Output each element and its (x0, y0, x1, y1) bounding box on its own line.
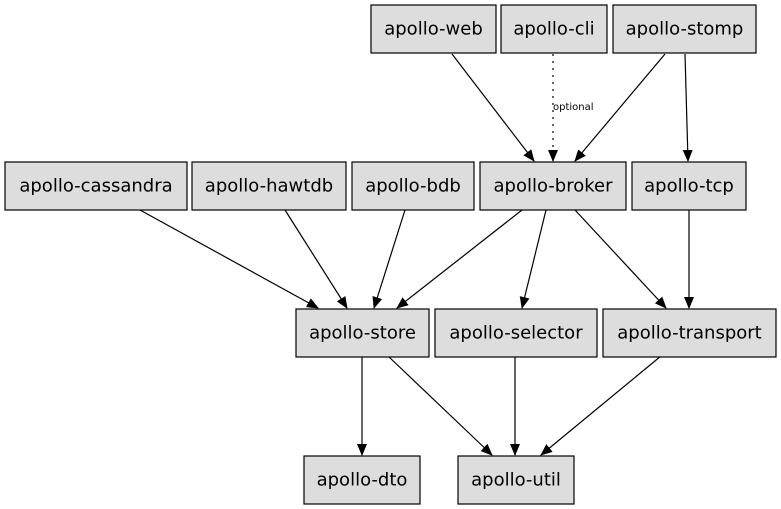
node-apollo-hawtdb: apollo-hawtdb (191, 161, 347, 211)
node-label: apollo-stomp (626, 19, 744, 40)
node-label: apollo-bdb (365, 176, 461, 197)
node-label: apollo-web (384, 19, 483, 40)
node-label: apollo-cassandra (19, 176, 172, 197)
node-apollo-stomp: apollo-stomp (612, 4, 757, 54)
node-apollo-tcp: apollo-tcp (631, 161, 747, 211)
node-apollo-cassandra: apollo-cassandra (4, 161, 188, 211)
edge-label-optional: optional (553, 102, 594, 113)
edge-broker-to-store (396, 209, 523, 309)
node-label: apollo-transport (617, 323, 761, 344)
edge-broker-to-selector (519, 209, 547, 309)
edge-cassandra-to-store (139, 209, 319, 309)
node-apollo-dto: apollo-dto (303, 455, 421, 505)
node-apollo-store: apollo-store (295, 308, 430, 358)
edge-web-to-broker (451, 53, 535, 162)
node-label: apollo-util (471, 470, 561, 491)
node-apollo-cli: apollo-cli (500, 4, 608, 54)
node-label: apollo-selector (449, 323, 583, 344)
edge-hawtdb-to-store (284, 209, 348, 309)
node-label: apollo-cli (513, 19, 594, 40)
edge-transport-to-util (540, 355, 662, 456)
node-label: apollo-broker (493, 176, 613, 197)
node-label: apollo-dto (317, 470, 408, 491)
edges: optional (139, 53, 694, 456)
node-apollo-selector: apollo-selector (434, 308, 598, 358)
node-apollo-web: apollo-web (370, 4, 497, 54)
node-apollo-bdb: apollo-bdb (351, 161, 475, 211)
edge-stomp-to-tcp (682, 53, 693, 162)
node-label: apollo-store (309, 323, 416, 344)
edge-store-to-util (387, 355, 493, 456)
edge-bdb-to-store (372, 209, 406, 309)
node-label: apollo-tcp (644, 176, 734, 197)
edge-stomp-to-broker (574, 53, 666, 162)
node-label: apollo-hawtdb (205, 176, 333, 197)
node-apollo-transport: apollo-transport (602, 308, 777, 358)
node-apollo-broker: apollo-broker (479, 161, 627, 211)
edge-broker-to-transport (574, 209, 667, 309)
node-apollo-util: apollo-util (457, 455, 575, 505)
nodes: apollo-web apollo-cli apollo-stomp apoll… (4, 4, 777, 505)
